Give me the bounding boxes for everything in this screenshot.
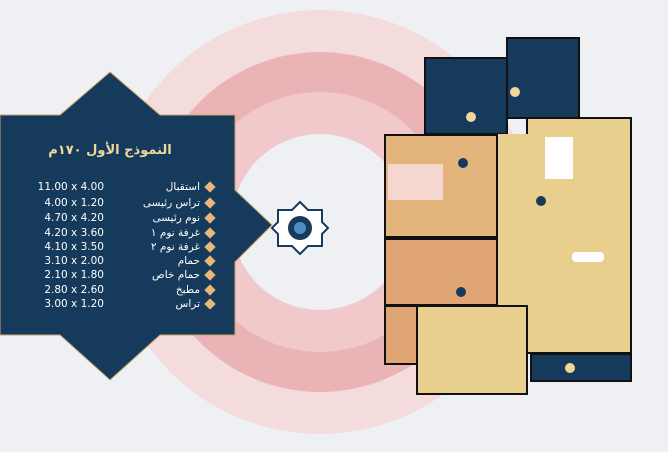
room-size: 4.10 x 3.50 bbox=[44, 241, 104, 253]
room-size-row: 11.00 x 4.00 استقبال bbox=[14, 180, 216, 194]
room-size-row: 4.20 x 3.60 غرفة نوم ١ bbox=[14, 226, 216, 240]
bullet-icon bbox=[204, 284, 216, 296]
room-size-row: 2.80 x 2.60 مطبخ bbox=[14, 283, 216, 297]
bullet-icon bbox=[204, 255, 216, 267]
model-title: النموذج الأول ١٧٠م bbox=[48, 143, 172, 158]
rosette-ornament-icon bbox=[456, 287, 466, 297]
bedroom-1 bbox=[384, 238, 498, 306]
room-label: نوم رئيسى bbox=[152, 212, 200, 224]
room-label: حمام bbox=[177, 255, 200, 267]
bullet-icon bbox=[204, 197, 216, 209]
bedroom-2 bbox=[416, 305, 528, 395]
room-size-row: 3.10 x 2.00 حمام bbox=[14, 254, 216, 268]
rosette-ornament-icon bbox=[536, 196, 546, 206]
kitchen bbox=[506, 37, 580, 119]
dining-table bbox=[545, 137, 573, 179]
terrace bbox=[530, 353, 632, 382]
room-size: 4.70 x 4.20 bbox=[44, 212, 104, 224]
room-size: 4.00 x 1.20 bbox=[44, 197, 104, 209]
room-size: 4.20 x 3.60 bbox=[44, 227, 104, 239]
room-size-row: 3.00 x 1.20 تراس bbox=[14, 297, 216, 311]
room-label: مطبخ bbox=[175, 284, 200, 296]
room-size: 11.00 x 4.00 bbox=[37, 181, 104, 193]
room-label: غرفة نوم ١ bbox=[150, 227, 200, 239]
rosette-ornament-icon bbox=[466, 112, 476, 122]
room-label: استقبال bbox=[165, 181, 200, 193]
bullet-icon bbox=[204, 298, 216, 310]
room-size: 3.10 x 2.00 bbox=[44, 255, 104, 267]
rosette-ornament-icon bbox=[510, 87, 520, 97]
room-size-row: 2.10 x 1.80 حمام خاص bbox=[14, 268, 216, 282]
bullet-icon bbox=[204, 227, 216, 239]
rosette-ornament-icon bbox=[458, 158, 468, 168]
star-ornament-icon bbox=[270, 200, 330, 256]
room-size: 2.80 x 2.60 bbox=[44, 284, 104, 296]
room-label: غرفة نوم ٢ bbox=[150, 241, 200, 253]
room-size-row: 4.70 x 4.20 نوم رئيسى bbox=[14, 211, 216, 225]
room-label: حمام خاص bbox=[152, 269, 200, 281]
room-label: تراس bbox=[175, 298, 200, 310]
room-label: تراس رئيسى bbox=[142, 197, 200, 209]
sofa bbox=[572, 252, 604, 262]
bullet-icon bbox=[204, 181, 216, 193]
room-size: 2.10 x 1.80 bbox=[44, 269, 104, 281]
bed bbox=[388, 164, 443, 200]
bullet-icon bbox=[204, 269, 216, 281]
room-size: 3.00 x 1.20 bbox=[44, 298, 104, 310]
bullet-icon bbox=[204, 212, 216, 224]
dressing bbox=[384, 305, 418, 365]
rosette-ornament-icon bbox=[565, 363, 575, 373]
bullet-icon bbox=[204, 241, 216, 253]
bathroom bbox=[424, 57, 508, 135]
room-size-row: 4.00 x 1.20 تراس رئيسى bbox=[14, 196, 216, 210]
living-room bbox=[526, 117, 632, 354]
room-size-row: 4.10 x 3.50 غرفة نوم ٢ bbox=[14, 240, 216, 254]
